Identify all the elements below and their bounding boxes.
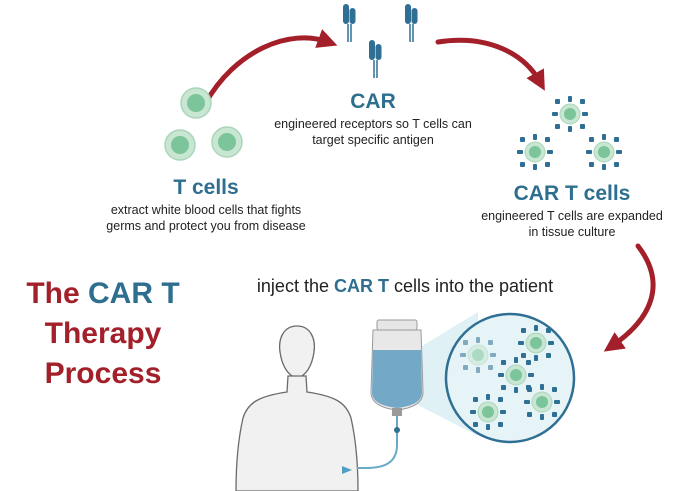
patient-silhouette-icon	[235, 325, 359, 491]
car-description: engineered receptors so T cells can targ…	[274, 117, 472, 147]
t-cell-icon	[211, 126, 243, 158]
curved-arrow-icon	[202, 29, 338, 107]
title-word-process: Process	[44, 357, 162, 390]
car-receptor-icon	[368, 39, 383, 79]
title-word-therapy: Therapy	[44, 317, 162, 350]
car-step: CAR engineered receptors so T cells can …	[268, 88, 478, 148]
tcells-heading: T cells	[173, 176, 239, 199]
cart-description: engineered T cells are expanded in tissu…	[481, 209, 663, 239]
cart-heading: CAR T cells	[513, 182, 631, 205]
car-receptor-icon	[404, 3, 419, 43]
curved-arrow-icon	[603, 243, 656, 352]
inject-text-before: inject the	[256, 276, 334, 296]
t-cell-icon	[180, 87, 212, 119]
car-t-cell-icon	[551, 95, 589, 133]
cart-step: CAR T cells engineered T cells are expan…	[466, 180, 678, 240]
tcells-description: extract white blood cells that fights ge…	[106, 203, 306, 233]
diagram-title: The CAR T Therapy Process	[18, 274, 188, 394]
car-t-cell-icon	[516, 133, 554, 171]
car-t-cell-icon	[469, 393, 507, 431]
title-word-the: The	[26, 277, 80, 310]
t-cell-icon	[164, 129, 196, 161]
iv-bag-icon	[370, 319, 424, 416]
car-heading: CAR	[350, 90, 396, 113]
curved-arrow-icon	[435, 37, 545, 91]
inject-instruction: inject the CAR T cells into the patient	[200, 276, 610, 297]
car-t-cell-icon	[585, 133, 623, 171]
car-receptor-icon	[342, 3, 357, 43]
car-t-cell-icon	[517, 324, 555, 362]
inject-text-highlight: CAR T	[333, 276, 389, 296]
car-t-cell-icon	[523, 383, 561, 421]
title-word-car-t: CAR T	[88, 277, 180, 310]
inject-text-after: cells into the patient	[388, 276, 554, 296]
car-t-cell-icon	[459, 336, 497, 374]
tcells-step: T cells extract white blood cells that f…	[96, 174, 316, 234]
